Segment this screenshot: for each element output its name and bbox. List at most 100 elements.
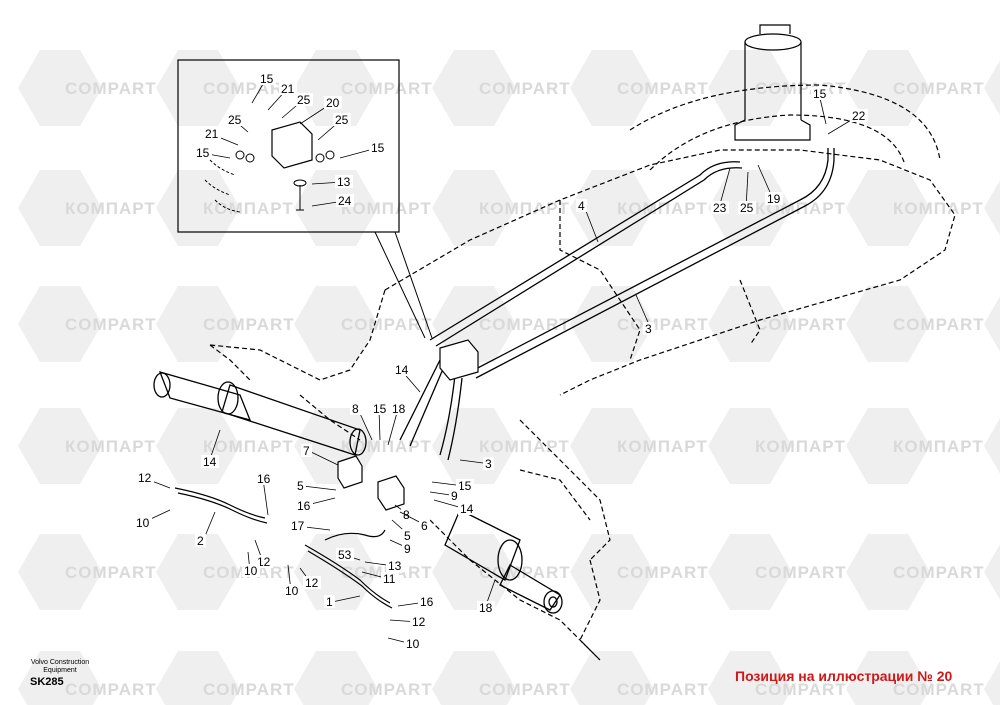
- watermark-text: КОМПАРТ: [479, 437, 570, 456]
- callout-background: [576, 199, 587, 212]
- callout: 23: [711, 167, 731, 215]
- callout-number: 22: [852, 109, 866, 123]
- callout-background: [402, 542, 413, 555]
- watermark-text: КОМПАРТ: [893, 437, 984, 456]
- callout: 16: [397, 595, 436, 609]
- manufacturer-line: Volvo Construction: [30, 659, 90, 666]
- watermark-tile: COMPART: [570, 651, 708, 705]
- callout: 25: [281, 93, 313, 119]
- callout-number: 25: [740, 201, 754, 215]
- callout-number: 25: [297, 93, 311, 107]
- callout-background: [404, 637, 422, 650]
- watermark-hexagon: [846, 408, 930, 484]
- callout-background: [711, 201, 729, 214]
- watermark-tile: COMPART: [984, 296, 1000, 352]
- callout-number: 15: [813, 87, 827, 101]
- watermark-tile: КОМПАРТ: [984, 180, 1000, 236]
- callout-background: [136, 471, 154, 484]
- callout-background: [410, 615, 428, 628]
- callout-number: 20: [326, 96, 340, 110]
- callout: 3: [635, 294, 654, 336]
- watermark-hexagon: [432, 651, 516, 705]
- watermark-tile: КОМПАРТ: [570, 170, 707, 246]
- watermark-tile: КОМПАРТ: [708, 408, 846, 484]
- inset-fittings: [204, 150, 335, 213]
- watermark-tile: COMPART: [570, 286, 709, 362]
- callout-number: 15: [371, 141, 385, 155]
- callout-leader: [331, 595, 361, 603]
- watermark-text: COMPART: [617, 315, 709, 334]
- callout: 19: [757, 164, 783, 206]
- callout: 18: [477, 579, 496, 615]
- callout-background: [295, 499, 313, 512]
- watermark-hexagon: [570, 651, 654, 705]
- callout-number: 3: [485, 457, 492, 471]
- callout-background: [449, 489, 460, 502]
- watermark-text: COMPART: [617, 563, 709, 582]
- watermark-hexagon: [846, 286, 930, 362]
- callout: 16: [255, 472, 273, 516]
- callout-number: 24: [338, 194, 352, 208]
- watermark-hexagon: [294, 50, 378, 126]
- callout-background: [386, 559, 404, 572]
- callout-number: 18: [479, 601, 493, 615]
- watermark-tile: COMPART: [18, 534, 156, 610]
- callout-background: [203, 127, 221, 140]
- callout-background: [279, 82, 297, 95]
- small-pipes: [174, 487, 393, 609]
- watermark-tile: КОМПАРТ: [18, 408, 155, 484]
- watermark-text: COMPART: [479, 680, 571, 699]
- watermark-tile: COMPART: [570, 50, 709, 126]
- watermark-hexagon: [432, 408, 516, 484]
- watermark-hexagon: [294, 170, 378, 246]
- callout-leader: [302, 485, 337, 491]
- callout-number: 12: [305, 576, 319, 590]
- watermark-text: COMPART: [203, 680, 295, 699]
- watermark-tile: COMPART: [708, 534, 847, 610]
- callout-background: [333, 113, 351, 126]
- callout-background: [401, 508, 412, 521]
- callout: 13: [311, 175, 353, 189]
- swivel-joint: [734, 24, 811, 141]
- callout-number: 3: [645, 322, 652, 336]
- callout-background: [381, 572, 399, 585]
- watermark-hexagon: [156, 534, 240, 610]
- watermark-text: COMPART: [341, 79, 433, 98]
- watermark-tile: COMPART: [294, 286, 433, 362]
- watermark-text: COMPART: [341, 315, 433, 334]
- callout-background: [393, 363, 411, 376]
- watermark-text: КОМПАРТ: [203, 437, 294, 456]
- watermark-tile: COMPART: [708, 651, 846, 705]
- callout-number: 7: [303, 444, 310, 458]
- watermark-tile: КОМПАРТ: [294, 170, 431, 246]
- watermark-tile: КОМПАРТ: [432, 170, 569, 246]
- watermark-hexagon: [846, 651, 930, 705]
- callout: 9: [389, 539, 413, 556]
- callout: 25: [226, 113, 249, 133]
- callout-number: 19: [767, 192, 781, 206]
- diagram-code: SK285: [30, 676, 64, 688]
- watermark-hexagon: [984, 180, 1000, 236]
- watermark-text: КОМПАРТ: [755, 437, 846, 456]
- watermark-hexagon: [156, 651, 240, 705]
- watermark-text: COMPART: [617, 79, 709, 98]
- watermark-text: КОМПАРТ: [65, 199, 156, 218]
- callout-background: [324, 595, 335, 608]
- watermark-text: COMPART: [341, 680, 433, 699]
- watermark-text: COMPART: [893, 79, 985, 98]
- watermark-text: COMPART: [65, 79, 157, 98]
- callout: 15: [339, 141, 387, 159]
- watermark-text: COMPART: [755, 563, 847, 582]
- watermark-tile: COMPART: [984, 661, 1000, 705]
- callout-number: 6: [421, 519, 428, 533]
- callout-number: 17: [291, 519, 305, 533]
- watermark-hexagon: [984, 661, 1000, 705]
- watermark-hexagon: [984, 296, 1000, 352]
- callout-number: 10: [136, 516, 150, 530]
- callout-number: 9: [451, 489, 458, 503]
- callout-number: 15: [373, 402, 387, 416]
- callout: 11: [361, 571, 399, 586]
